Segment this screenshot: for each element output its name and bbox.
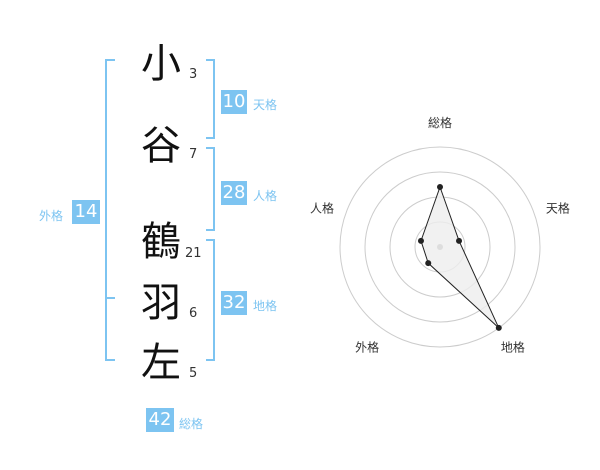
- radar-axis-label: 天格: [546, 201, 570, 216]
- radar-point-2: [456, 237, 463, 244]
- radar-series-shape: [420, 185, 500, 329]
- radar-grid-ring: [339, 146, 541, 348]
- chikaku-bracket: [206, 239, 215, 361]
- gaikaku-badge: 14: [72, 200, 100, 224]
- chikaku-badge: 32: [221, 291, 247, 315]
- tenkaku-label: 天格: [253, 98, 278, 112]
- radar-axis-label: 総格: [428, 115, 452, 130]
- radar-axis-label: 人格: [310, 201, 334, 216]
- radar-axis-label: 地格: [501, 339, 525, 354]
- radar-point-4: [425, 260, 432, 267]
- stroke-count-4: 6: [189, 306, 198, 321]
- soukaku-badge: 42: [146, 408, 174, 432]
- name-char-1: 小: [141, 41, 181, 87]
- radar-point-1: [437, 184, 443, 190]
- jinkaku-badge: 28: [221, 181, 247, 205]
- radar-axis-label: 外格: [355, 339, 379, 354]
- chikaku-label: 地格: [253, 299, 278, 313]
- tenkaku-badge: 10: [221, 90, 247, 114]
- name-char-2: 谷: [141, 123, 181, 169]
- jinkaku-bracket: [206, 147, 215, 231]
- stroke-count-1: 3: [189, 67, 198, 82]
- stroke-count-5: 5: [189, 366, 198, 381]
- radar-point-5: [417, 237, 424, 244]
- gaikaku-bracket: [105, 59, 115, 361]
- name-char-4: 羽: [141, 280, 181, 326]
- name-char-3: 鶴: [141, 219, 181, 265]
- soukaku-label: 総格: [179, 417, 204, 431]
- tenkaku-bracket: [206, 59, 215, 139]
- radar-grid-ring: [364, 171, 516, 323]
- name-char-5: 左: [141, 340, 181, 386]
- stroke-count-3: 21: [185, 246, 202, 261]
- radar-point-3: [495, 324, 502, 331]
- stroke-count-2: 7: [189, 147, 198, 162]
- jinkaku-label: 人格: [253, 189, 278, 203]
- gaikaku-label: 外格: [39, 209, 64, 223]
- radar-center-dot: [437, 244, 443, 250]
